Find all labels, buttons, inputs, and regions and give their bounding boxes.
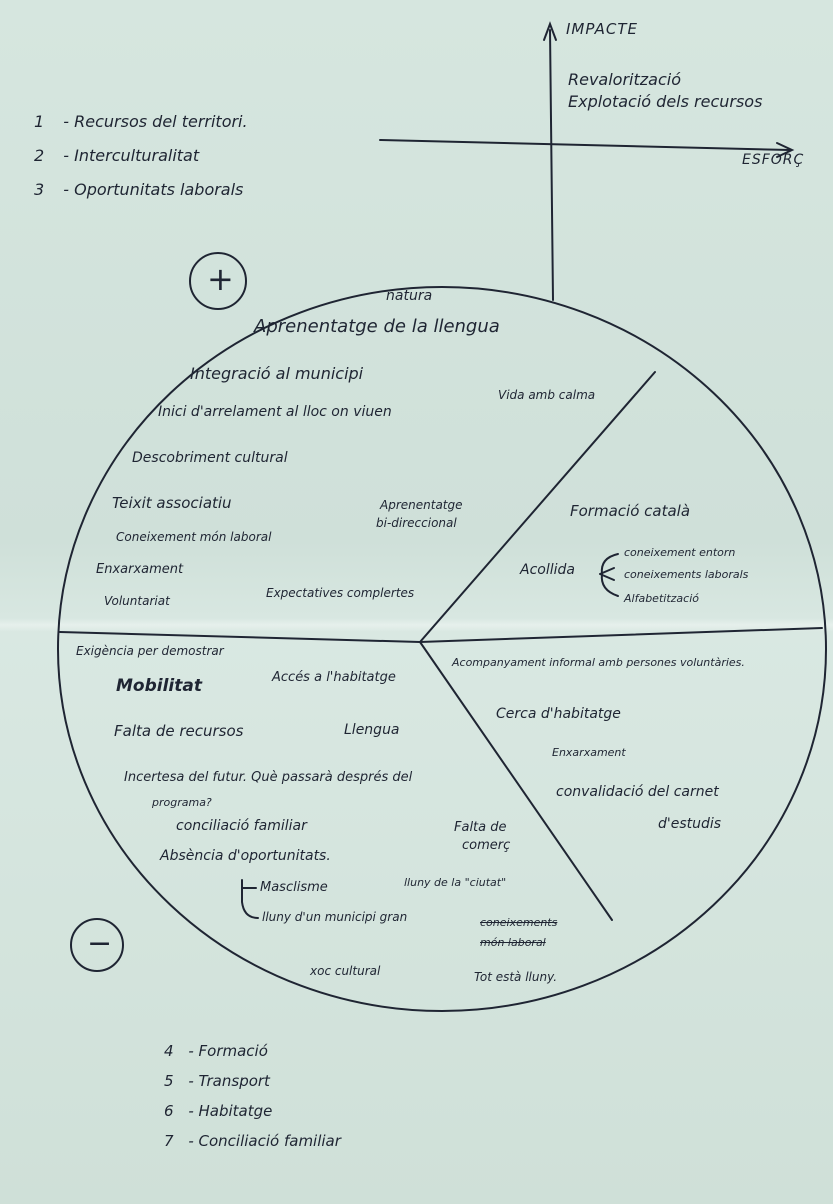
minus-symbol: − <box>87 926 113 961</box>
topic-num: 3 <box>34 180 45 199</box>
plus-symbol: + <box>207 260 234 298</box>
topic-item-4: 4 - Formació <box>164 1042 341 1072</box>
paper-fold <box>0 618 833 632</box>
x-axis <box>379 139 791 151</box>
y-axis-label: IMPACTE <box>566 20 639 38</box>
note-branch-1: coneixement entorn <box>624 546 736 559</box>
note-acollida: Acollida <box>520 562 575 578</box>
topic-num: 6 <box>164 1102 174 1120</box>
note-falta-recursos: Falta de recursos <box>114 722 244 740</box>
topic-text: - Recursos del territori. <box>63 112 248 131</box>
topic-item-1: 1 - Recursos del territori. <box>34 112 248 146</box>
note-incertesa-1: Incertesa del futur. Què passarà després… <box>124 770 413 785</box>
minus-circle <box>70 918 124 972</box>
note-strike-1: coneixements <box>480 916 558 929</box>
note-coneixement: Coneixement món laboral <box>116 530 272 544</box>
note-conciliacio: conciliació familiar <box>176 818 307 834</box>
topic-num: 7 <box>164 1132 174 1150</box>
y-axis <box>549 29 554 301</box>
note-vida: Vida amb calma <box>498 388 596 402</box>
note-natura: natura <box>386 288 433 304</box>
note-incertesa-2: programa? <box>152 796 212 809</box>
note-enxarxament-br: Enxarxament <box>552 746 626 759</box>
note-aprenentatge-bi-2: bi-direccional <box>376 516 457 530</box>
topic-text: - Oportunitats laborals <box>63 180 244 199</box>
x-axis-label: ESFORÇ <box>742 152 805 168</box>
note-branch-2: coneixements laborals <box>624 568 749 581</box>
note-branch-3: Alfabetització <box>624 592 699 605</box>
note-convalidacio-2: d'estudis <box>658 816 722 832</box>
note-absencia: Absència d'oportunitats. <box>160 848 331 864</box>
y-axis-arrow <box>543 21 557 41</box>
note-acces: Accés a l'habitatge <box>272 670 396 685</box>
topic-num: 5 <box>164 1072 174 1090</box>
note-expectatives: Expectatives complertes <box>266 586 415 600</box>
topic-text: - Conciliació familiar <box>188 1132 341 1150</box>
divider-lower <box>419 641 613 921</box>
topic-text: - Formació <box>188 1042 268 1060</box>
topics-bottom: 4 - Formació 5 - Transport 6 - Habitatge… <box>164 1042 341 1162</box>
topic-item-2: 2 - Interculturalitat <box>34 146 248 180</box>
note-exigencia: Exigència per demostrar <box>76 644 224 658</box>
note-falta-comers-1: Falta de <box>454 820 507 835</box>
topic-num: 1 <box>34 112 45 131</box>
note-formacio: Formació català <box>570 502 691 520</box>
note-convalidacio-1: convalidació del carnet <box>556 784 719 800</box>
quadrant-label-1: Revalorització <box>568 70 681 89</box>
note-integracio: Integració al municipi <box>190 364 364 383</box>
topic-item-5: 5 - Transport <box>164 1072 341 1102</box>
topic-text: - Interculturalitat <box>63 146 200 165</box>
note-mobilitat: Mobilitat <box>116 676 202 696</box>
note-lluny-ciutat: lluny de la "ciutat" <box>404 876 507 889</box>
note-xoc: xoc cultural <box>310 964 381 978</box>
note-teixit: Teixit associatiu <box>112 494 232 512</box>
note-masclisme: Masclisme <box>260 880 328 895</box>
note-lluny-municipi: lluny d'un municipi gran <box>262 910 408 924</box>
plus-circle <box>189 252 247 310</box>
note-aprenentatge-bi-1: Aprenentatge <box>380 498 463 512</box>
divider-right <box>419 627 823 643</box>
note-cerca: Cerca d'habitatge <box>496 706 621 722</box>
note-falta-comers-2: comerç <box>462 838 511 853</box>
note-voluntariat: Voluntariat <box>104 594 170 608</box>
topic-item-7: 7 - Conciliació familiar <box>164 1132 341 1162</box>
divider-horizontal <box>59 631 421 643</box>
x-axis-arrow <box>776 142 795 158</box>
note-inici: Inici d'arrelament al lloc on viuen <box>158 404 392 420</box>
topics-top: 1 - Recursos del territori. 2 - Intercul… <box>34 112 248 214</box>
note-acompanyament: Acompanyament informal amb persones volu… <box>452 656 745 669</box>
note-tot: Tot està lluny. <box>474 970 558 984</box>
note-strike-2: món laboral <box>480 936 546 949</box>
note-aprenentatge: Aprenentatge de la llengua <box>254 316 500 337</box>
topic-item-6: 6 - Habitatge <box>164 1102 341 1132</box>
divider-upper <box>419 371 656 643</box>
big-circle <box>57 286 827 1012</box>
topic-num: 2 <box>34 146 45 165</box>
acollida-arrow <box>599 567 615 581</box>
absencia-bracket <box>241 879 259 919</box>
note-enxarxament: Enxarxament <box>96 562 184 577</box>
topic-text: - Habitatge <box>188 1102 273 1120</box>
note-llengua: Llengua <box>344 722 400 738</box>
topic-item-3: 3 - Oportunitats laborals <box>34 180 248 214</box>
topic-num: 4 <box>164 1042 174 1060</box>
quadrant-label-2: Explotació dels recursos <box>568 92 763 111</box>
note-descobriment: Descobriment cultural <box>132 450 288 466</box>
topic-text: - Transport <box>188 1072 270 1090</box>
